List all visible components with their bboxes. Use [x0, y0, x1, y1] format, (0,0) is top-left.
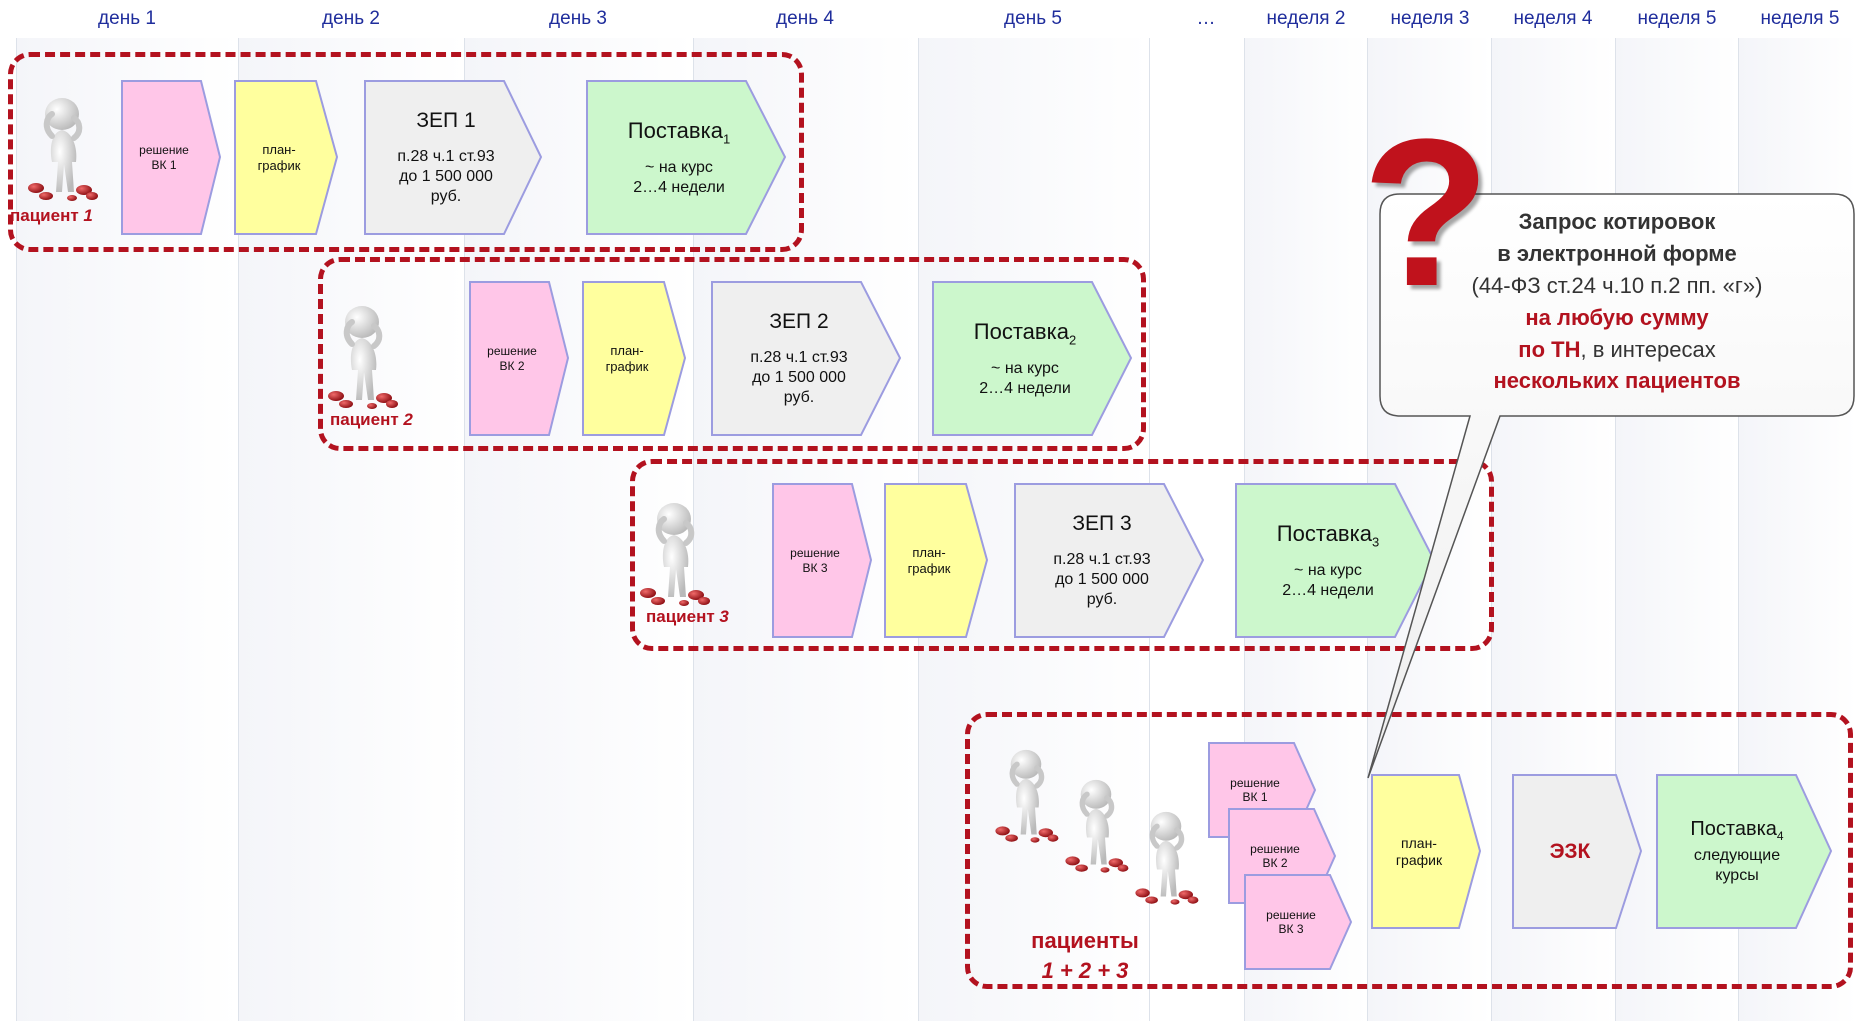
supply-title: Поставка3 [1276, 521, 1380, 550]
supply-step: Поставка3 ~ на курс 2…4 недели [1235, 483, 1436, 638]
header-week2: неделя 2 [1266, 8, 1346, 29]
supply-text: курсы [1715, 867, 1759, 884]
header-day1: день 1 [98, 8, 156, 29]
combined-process-group [965, 712, 1853, 989]
zep-text: руб. [783, 388, 815, 406]
supply-title: Поставка4 [1690, 818, 1784, 843]
header-ellipsis: … [1196, 8, 1216, 29]
ezk-label: ЭЗК [1549, 839, 1591, 863]
zep-title: ЗЕП 1 [416, 109, 476, 133]
header-week4: неделя 4 [1513, 8, 1593, 29]
callout-line: Запрос котировок [1518, 209, 1716, 234]
callout-line: в электронной форме [1497, 240, 1737, 266]
patient-icon [322, 300, 402, 410]
callout-line: по ТН, в интересах [1518, 336, 1716, 362]
plan-label: план-график [605, 342, 649, 374]
zep-step: ЗЕП 1 п.28 ч.1 ст.93 до 1 500 000 руб. [364, 80, 543, 235]
zep-text: п.28 ч.1 ст.93 [750, 348, 848, 366]
decision-label: решение ВК 2 [487, 344, 537, 373]
header-day5: день 5 [1004, 8, 1062, 29]
zep-text: п.28 ч.1 ст.93 [1053, 550, 1151, 568]
column-divider [16, 38, 17, 1021]
callout-text: Запрос котировок в электронной форме (44… [1380, 206, 1854, 397]
decision-label: решение ВК 3 [790, 546, 840, 575]
patient-icon [22, 92, 102, 202]
patient-icon [1060, 774, 1132, 874]
header-day2: день 2 [322, 8, 380, 29]
patient-2-process-group [318, 257, 1146, 451]
patient-1-process-group [8, 52, 804, 252]
supply-text: 2…4 недели [1282, 581, 1374, 599]
plan-label: план-график [257, 141, 301, 173]
speech-callout [1367, 193, 1855, 779]
decision-step: решение ВК 3 [772, 483, 873, 638]
header-day3: день 3 [549, 8, 607, 29]
decision-label: решение ВК 3 [1266, 907, 1316, 936]
zep-text: руб. [430, 187, 462, 205]
patient-3-process-group [630, 459, 1494, 651]
plan-step: план-график [582, 281, 687, 436]
decision-label: решение ВК 2 [1250, 841, 1300, 870]
decision-label: решение ВК 1 [1230, 775, 1280, 804]
plan-step: план-график [884, 483, 989, 638]
supply-text: 2…4 недели [633, 178, 725, 196]
supply-step: Поставка2 ~ на курс 2…4 недели [932, 281, 1133, 436]
column-divider [238, 38, 239, 1021]
decision-step: решение ВК 1 [121, 80, 222, 235]
column-divider [1615, 38, 1616, 1021]
header-day4: день 4 [776, 8, 834, 29]
ezk-step: ЭЗК [1512, 774, 1643, 929]
supply-step: Поставка4 следующие курсы [1656, 774, 1833, 929]
zep-text: п.28 ч.1 ст.93 [397, 147, 495, 165]
supply-text: следующие [1693, 847, 1781, 864]
supply-title: Поставка1 [627, 118, 731, 147]
patient-label: пациент 2 [330, 410, 413, 429]
supply-step: Поставка1 ~ на курс 2…4 недели [586, 80, 787, 235]
patient-label: пациент 1 [10, 206, 93, 225]
plan-step: план-график [234, 80, 339, 235]
decision-label: решение ВК 1 [139, 143, 189, 172]
callout-line: нескольких пациентов [1493, 368, 1741, 394]
patient-icon [634, 497, 714, 607]
zep-text: руб. [1086, 590, 1118, 608]
callout-line: (44-ФЗ ст.24 ч.10 п.2 пп. «г») [1471, 272, 1763, 298]
zep-step: ЗЕП 2 п.28 ч.1 ст.93 до 1 500 000 руб. [711, 281, 902, 436]
patients-combined-label: пациенты 1 + 2 + 3 [1031, 928, 1139, 983]
plan-step: план-график [1371, 774, 1482, 929]
zep-text: до 1 500 000 [1055, 570, 1149, 588]
zep-text: до 1 500 000 [399, 167, 493, 185]
header-week3: неделя 3 [1390, 8, 1470, 29]
plan-label: план-график [1395, 834, 1443, 868]
decision-step: решение ВК 3 [1244, 874, 1353, 970]
decision-step: решение ВК 2 [469, 281, 570, 436]
supply-text: ~ на курс [645, 158, 713, 176]
zep-step: ЗЕП 3 п.28 ч.1 ст.93 до 1 500 000 руб. [1014, 483, 1205, 638]
column-divider [1738, 38, 1739, 1021]
patient-icon [990, 744, 1062, 844]
patient-icon [1130, 806, 1202, 906]
plan-label: план-график [907, 544, 951, 576]
supply-text: 2…4 недели [979, 379, 1071, 397]
callout-line: на любую сумму [1525, 304, 1709, 330]
zep-title: ЗЕП 3 [1072, 512, 1132, 536]
column-divider [464, 38, 465, 1021]
question-mark-icon: ? [1362, 95, 1491, 330]
header-week5b: неделя 5 [1760, 8, 1840, 29]
zep-text: до 1 500 000 [752, 368, 846, 386]
supply-text: ~ на курс [1294, 561, 1362, 579]
zep-title: ЗЕП 2 [769, 310, 829, 334]
supply-title: Поставка2 [973, 319, 1077, 348]
header-week5a: неделя 5 [1637, 8, 1717, 29]
patient-label: пациент 3 [646, 607, 729, 626]
supply-text: ~ на курс [991, 359, 1059, 377]
